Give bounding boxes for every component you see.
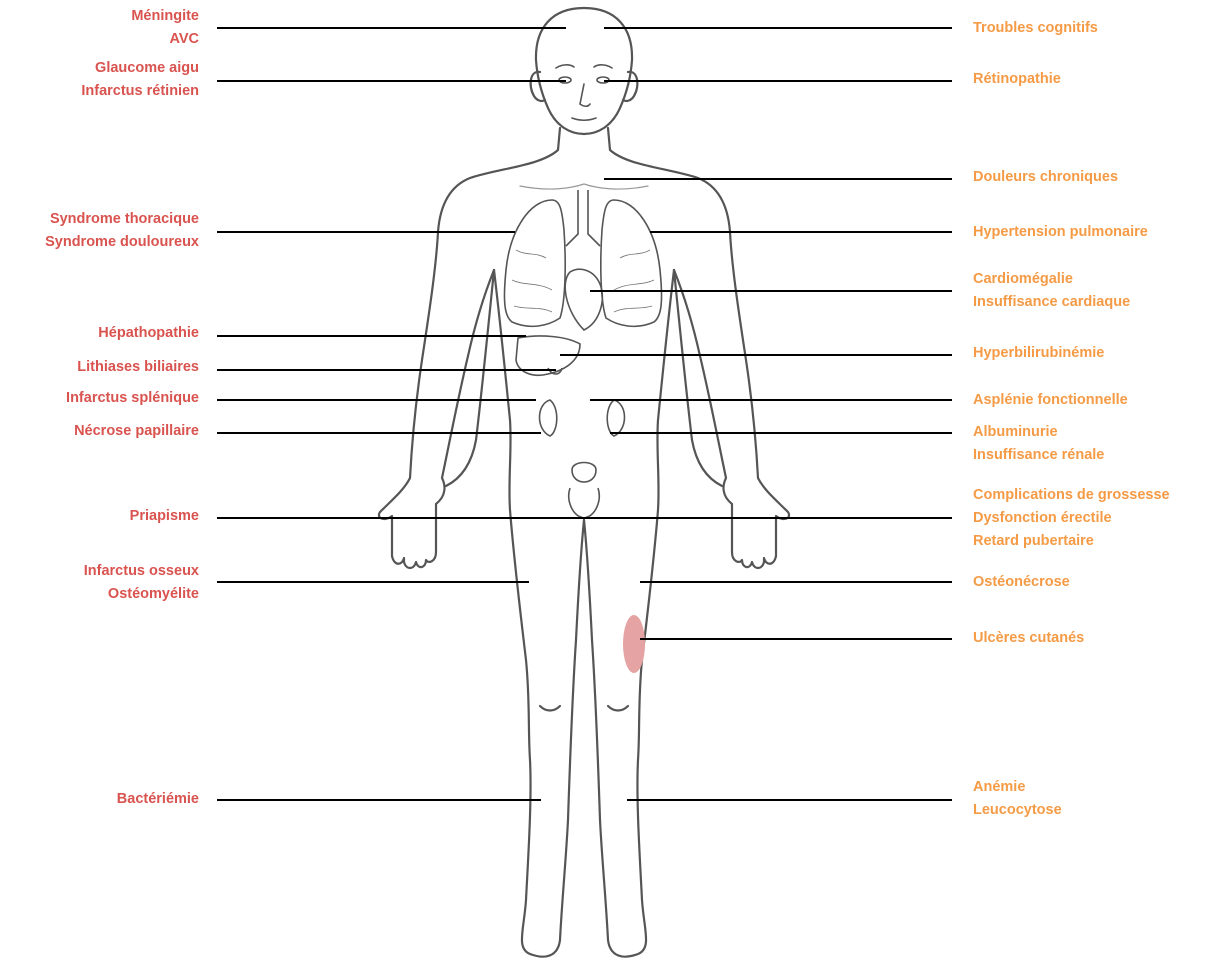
- label-asplenie: Asplénie fonctionnelle: [973, 389, 1128, 412]
- head-outline: [536, 8, 632, 134]
- label-line: Complications de grossesse: [973, 484, 1170, 507]
- label-lithiases: Lithiases biliaires: [77, 356, 199, 379]
- label-line: Infarctus splénique: [66, 387, 199, 410]
- bladder: [572, 463, 596, 483]
- lung-texture: [512, 250, 654, 312]
- label-grossesse: Complications de grossesse Dysfonction é…: [973, 484, 1170, 553]
- label-glaucome: Glaucome aigu Infarctus rétinien: [81, 57, 199, 103]
- genitals: [569, 488, 599, 518]
- label-line: Anémie: [973, 776, 1062, 799]
- label-line: Ostéomyélite: [84, 583, 199, 606]
- label-line: Hypertension pulmonaire: [973, 221, 1148, 244]
- label-line: Ostéonécrose: [973, 571, 1070, 594]
- label-line: Priapisme: [130, 505, 199, 528]
- right-knee: [608, 706, 628, 711]
- label-line: Hépathopathie: [98, 322, 199, 345]
- label-thoracique: Syndrome thoracique Syndrome douloureux: [45, 208, 199, 254]
- label-bacteriemie: Bactériémie: [117, 788, 199, 811]
- right-flank: [584, 270, 674, 957]
- label-bilirubine: Hyperbilirubinémie: [973, 342, 1104, 365]
- label-cardio: Cardiomégalie Insuffisance cardiaque: [973, 268, 1130, 314]
- left-kidney: [540, 400, 557, 436]
- trachea: [566, 190, 600, 246]
- label-line: Lithiases biliaires: [77, 356, 199, 379]
- left-lung: [504, 200, 565, 326]
- ulcer-marker: [623, 615, 645, 673]
- leader-lines: [217, 28, 952, 800]
- label-hepatopathie: Hépathopathie: [98, 322, 199, 345]
- right-kidney: [607, 400, 624, 436]
- left-knee: [540, 706, 560, 711]
- label-osseux: Infarctus osseux Ostéomyélite: [84, 560, 199, 606]
- label-line: Rétinopathie: [973, 68, 1061, 91]
- label-necrose: Nécrose papillaire: [74, 420, 199, 443]
- label-line: Retard pubertaire: [973, 530, 1170, 553]
- left-eyebrow: [556, 65, 574, 68]
- label-line: Cardiomégalie: [973, 268, 1130, 291]
- label-line: Syndrome thoracique: [45, 208, 199, 231]
- label-line: Insuffisance rénale: [973, 444, 1104, 467]
- face: [556, 65, 612, 120]
- right-inner-arm: [674, 270, 722, 486]
- label-meningite: Méningite AVC: [131, 5, 199, 51]
- label-line: Douleurs chroniques: [973, 166, 1118, 189]
- label-line: Bactériémie: [117, 788, 199, 811]
- torso-outline-right: [608, 128, 789, 568]
- label-cognitifs: Troubles cognitifs: [973, 17, 1098, 40]
- label-line: Glaucome aigu: [81, 57, 199, 80]
- right-eyebrow: [594, 65, 612, 68]
- label-line: Infarctus osseux: [84, 560, 199, 583]
- heart: [565, 269, 602, 330]
- label-line: Albuminurie: [973, 421, 1104, 444]
- label-line: Infarctus rétinien: [81, 80, 199, 103]
- nose: [580, 84, 590, 106]
- left-inner-arm: [446, 270, 494, 486]
- left-flank: [494, 270, 584, 957]
- label-pulmonaire: Hypertension pulmonaire: [973, 221, 1148, 244]
- label-priapisme: Priapisme: [130, 505, 199, 528]
- label-line: AVC: [131, 28, 199, 51]
- label-anemie: Anémie Leucocytose: [973, 776, 1062, 822]
- label-line: Troubles cognitifs: [973, 17, 1098, 40]
- mouth: [572, 118, 596, 120]
- label-line: Ulcères cutanés: [973, 627, 1084, 650]
- collarbone: [520, 184, 648, 189]
- right-lung: [601, 200, 662, 326]
- label-line: Nécrose papillaire: [74, 420, 199, 443]
- label-douleurs: Douleurs chroniques: [973, 166, 1118, 189]
- label-retinopathie: Rétinopathie: [973, 68, 1061, 91]
- label-line: Dysfonction érectile: [973, 507, 1170, 530]
- label-line: Méningite: [131, 5, 199, 28]
- label-line: Hyperbilirubinémie: [973, 342, 1104, 365]
- label-line: Leucocytose: [973, 799, 1062, 822]
- label-line: Asplénie fonctionnelle: [973, 389, 1128, 412]
- label-line: Insuffisance cardiaque: [973, 291, 1130, 314]
- label-ulceres: Ulcères cutanés: [973, 627, 1084, 650]
- label-line: Syndrome douloureux: [45, 231, 199, 254]
- label-osteonecrose: Ostéonécrose: [973, 571, 1070, 594]
- label-splenique: Infarctus splénique: [66, 387, 199, 410]
- torso-outline: [379, 128, 560, 568]
- label-albuminurie: Albuminurie Insuffisance rénale: [973, 421, 1104, 467]
